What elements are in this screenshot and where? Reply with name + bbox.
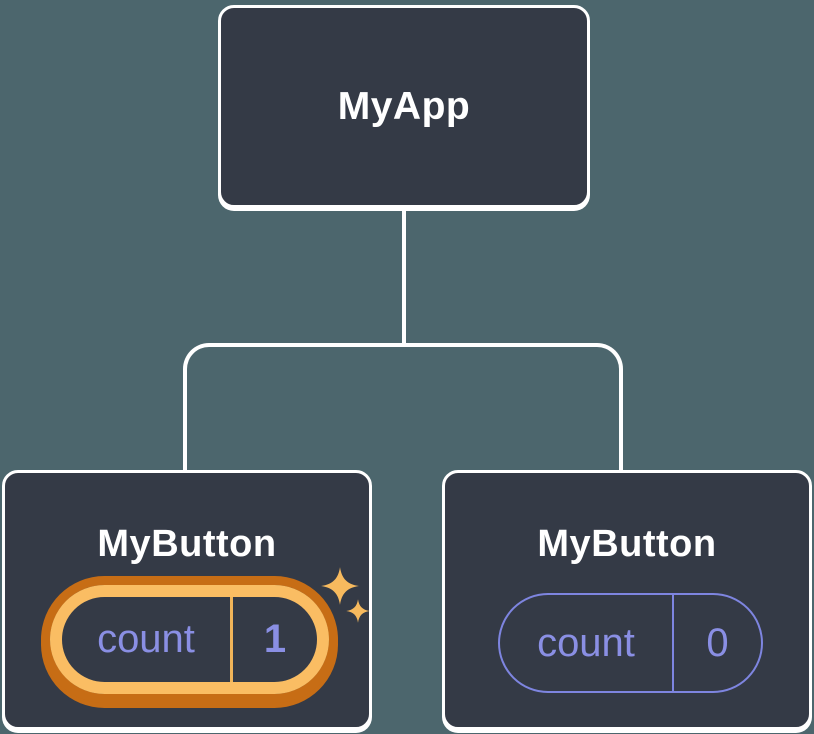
component-node-left: MyButton count 1 <box>2 470 372 730</box>
state-divider <box>230 597 233 682</box>
root-node-label: MyApp <box>337 84 471 128</box>
component-node-right: MyButton count 0 <box>442 470 812 730</box>
component-node-label: MyButton <box>537 523 717 565</box>
connector-branch-bracket <box>183 343 623 473</box>
component-node-label: MyButton <box>97 523 277 565</box>
state-pill: count 0 <box>498 593 763 693</box>
state-value: 1 <box>263 617 287 661</box>
connector-stem-line <box>402 208 406 347</box>
sparkle-icon <box>321 567 359 605</box>
state-name: count <box>537 620 635 665</box>
state-value: 0 <box>706 620 729 665</box>
state-divider <box>672 595 674 691</box>
state-name: count <box>97 617 195 661</box>
sparkle-icon <box>346 599 370 623</box>
state-pill-highlighted: count 1 <box>50 585 329 694</box>
root-node-myapp: MyApp <box>218 5 590 208</box>
